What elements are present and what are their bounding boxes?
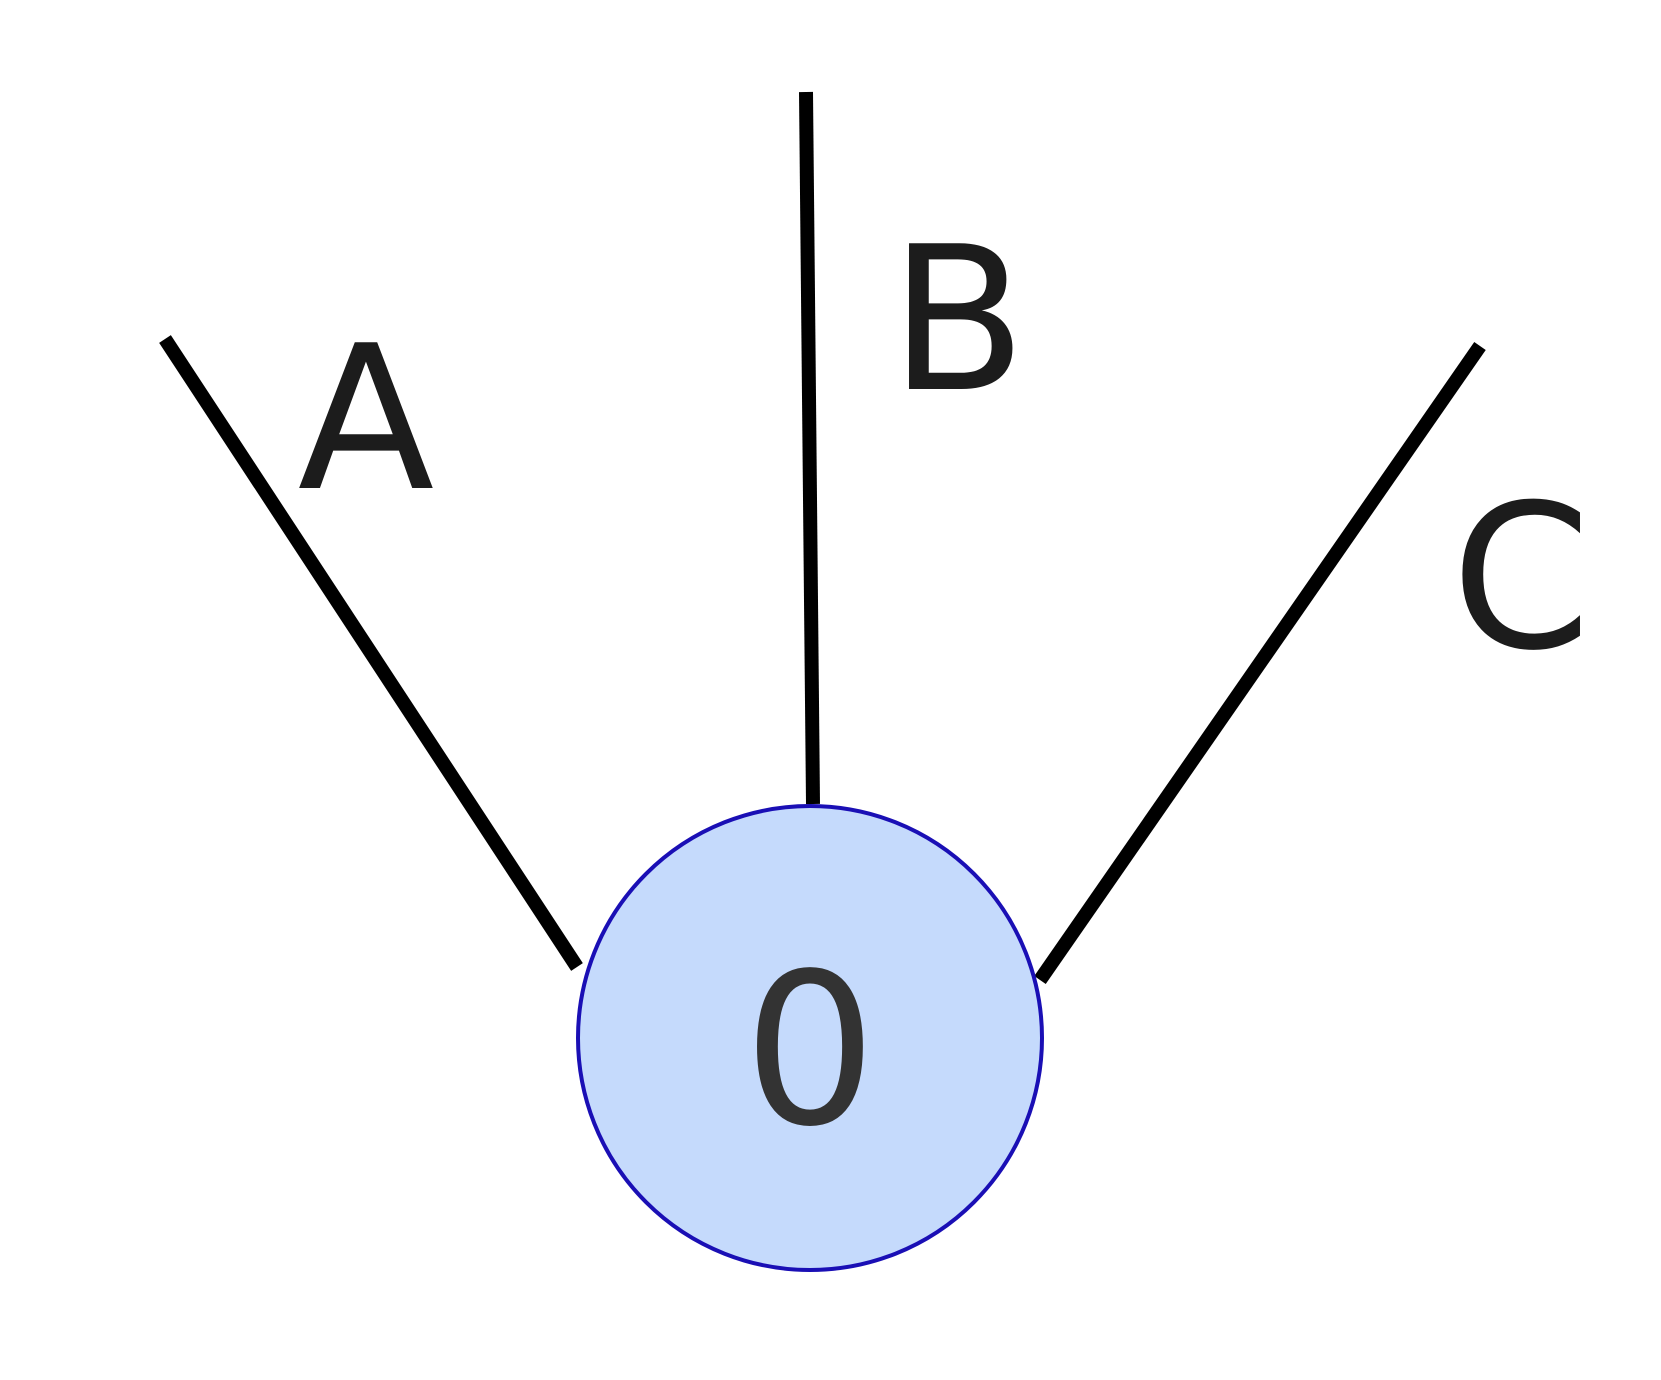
center-node-circle: [576, 804, 1044, 1272]
ray-a-line: [159, 335, 583, 971]
center-node: 0: [576, 804, 1044, 1272]
ray-c-label: C: [1451, 462, 1591, 695]
center-node-label: 0: [743, 928, 877, 1173]
ray-c-line: [1034, 342, 1486, 984]
ray-b-line: [799, 91, 820, 805]
ray-a-label: A: [298, 303, 435, 536]
ray-b-label: B: [889, 204, 1026, 437]
